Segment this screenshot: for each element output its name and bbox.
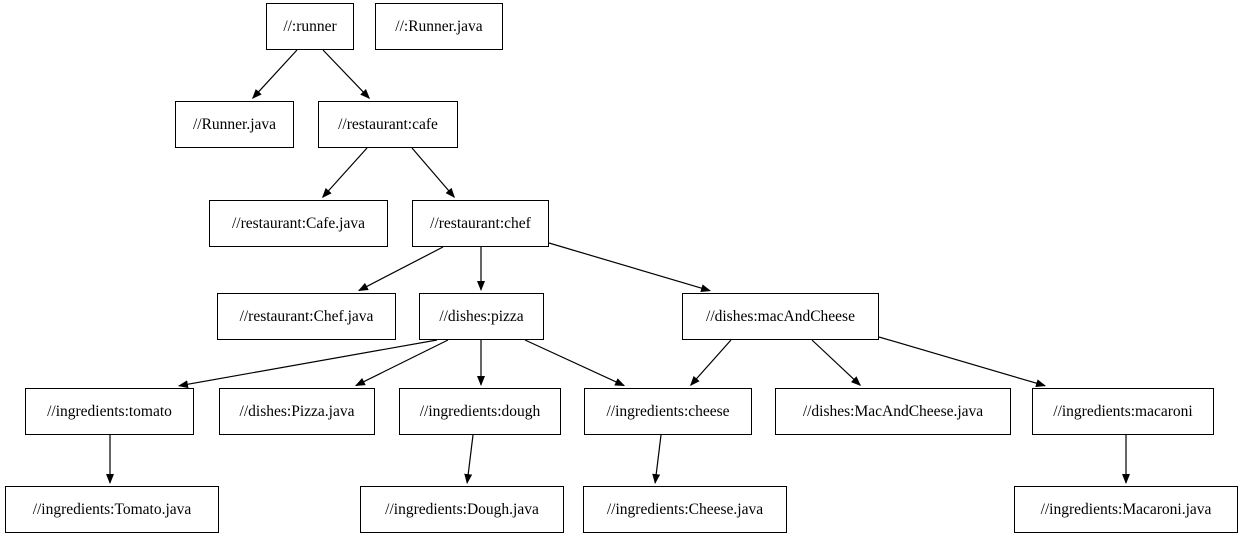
node-label: //dishes:pizza <box>439 307 524 325</box>
graph-node-ingredients_Dough_java[interactable]: //ingredients:Dough.java <box>360 486 564 533</box>
graph-node-dishes_macAndCheese[interactable]: //dishes:macAndCheese <box>682 293 879 340</box>
node-label: //Runner.java <box>192 115 277 133</box>
graph-node-dishes_MacAndCheese_java[interactable]: //dishes:MacAndCheese.java <box>775 388 1011 435</box>
node-label: //dishes:macAndCheese <box>706 307 855 325</box>
node-label: //restaurant:cafe <box>338 115 438 133</box>
node-label: //ingredients:Dough.java <box>385 500 539 518</box>
node-label: //restaurant:chef <box>430 214 531 232</box>
graph-node-runner[interactable]: //:runner <box>266 3 354 50</box>
graph-node-dishes_pizza[interactable]: //dishes:pizza <box>419 293 544 340</box>
graph-node-Runner_java[interactable]: //Runner.java <box>175 101 294 148</box>
node-label: //ingredients:macaroni <box>1053 402 1193 420</box>
node-label: //:Runner.java <box>395 17 483 35</box>
node-label: //ingredients:cheese <box>606 402 730 420</box>
graph-node-restaurant_chef[interactable]: //restaurant:chef <box>412 200 549 247</box>
node-label: //restaurant:Cafe.java <box>232 214 365 232</box>
graph-node-ingredients_tomato[interactable]: //ingredients:tomato <box>25 388 194 435</box>
graph-node-dishes_Pizza_java[interactable]: //dishes:Pizza.java <box>219 388 375 435</box>
graph-node-ingredients_cheese[interactable]: //ingredients:cheese <box>584 388 752 435</box>
graph-node-ingredients_Macaroni_java[interactable]: //ingredients:Macaroni.java <box>1014 486 1238 533</box>
graph-node-restaurant_cafe[interactable]: //restaurant:cafe <box>318 101 458 148</box>
graph-node-ingredients_Cheese_java[interactable]: //ingredients:Cheese.java <box>583 486 787 533</box>
node-label: //ingredients:dough <box>419 402 541 420</box>
graph-node-root_Runner_java[interactable]: //:Runner.java <box>375 3 503 50</box>
node-label: //ingredients:Macaroni.java <box>1040 500 1212 518</box>
graph-node-ingredients_dough[interactable]: //ingredients:dough <box>399 388 561 435</box>
graph-node-ingredients_Tomato_java[interactable]: //ingredients:Tomato.java <box>5 486 219 533</box>
graph-node-ingredients_macaroni[interactable]: //ingredients:macaroni <box>1032 388 1214 435</box>
node-label: //restaurant:Chef.java <box>239 307 374 325</box>
node-label: //ingredients:Cheese.java <box>606 500 764 518</box>
node-label: //ingredients:tomato <box>47 402 172 420</box>
node-label: //:runner <box>283 17 337 35</box>
node-label: //dishes:Pizza.java <box>239 402 355 420</box>
node-label: //dishes:MacAndCheese.java <box>802 402 984 420</box>
graph-node-restaurant_Chef_java[interactable]: //restaurant:Chef.java <box>217 293 396 340</box>
graph-node-restaurant_Cafe_java[interactable]: //restaurant:Cafe.java <box>209 200 388 247</box>
node-label: //ingredients:Tomato.java <box>32 500 192 518</box>
